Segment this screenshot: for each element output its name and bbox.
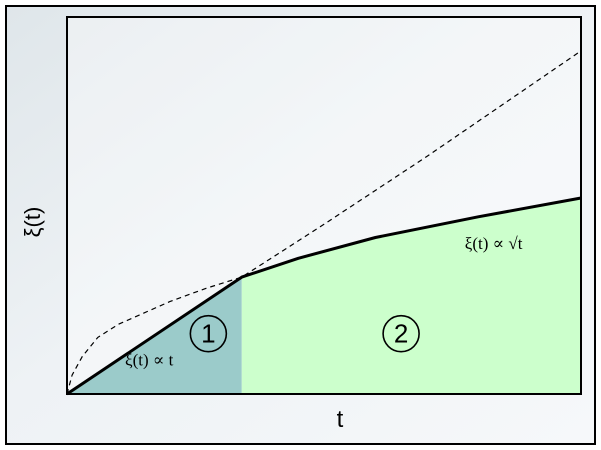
x-axis-label: t [337, 406, 344, 433]
solid-curve [66, 196, 582, 396]
region-2-area [241, 197, 581, 394]
region-2-annotation: ξ(t) ∝ √t [465, 234, 523, 253]
region-1-marker-circle [189, 314, 228, 353]
region-2-marker-circle [382, 314, 420, 353]
region-1-annotation: ξ(t) ∝ t [125, 351, 174, 370]
plot-area: 1 2 ξ(t) ∝ t ξ(t) ∝ √t [66, 16, 582, 396]
y-axis-label: ξ(t) [20, 207, 45, 238]
region-2-marker-label: 2 [394, 319, 408, 349]
axes-frame [66, 16, 582, 395]
region-1-marker-label: 1 [201, 319, 215, 349]
dashed-curve [66, 50, 582, 395]
